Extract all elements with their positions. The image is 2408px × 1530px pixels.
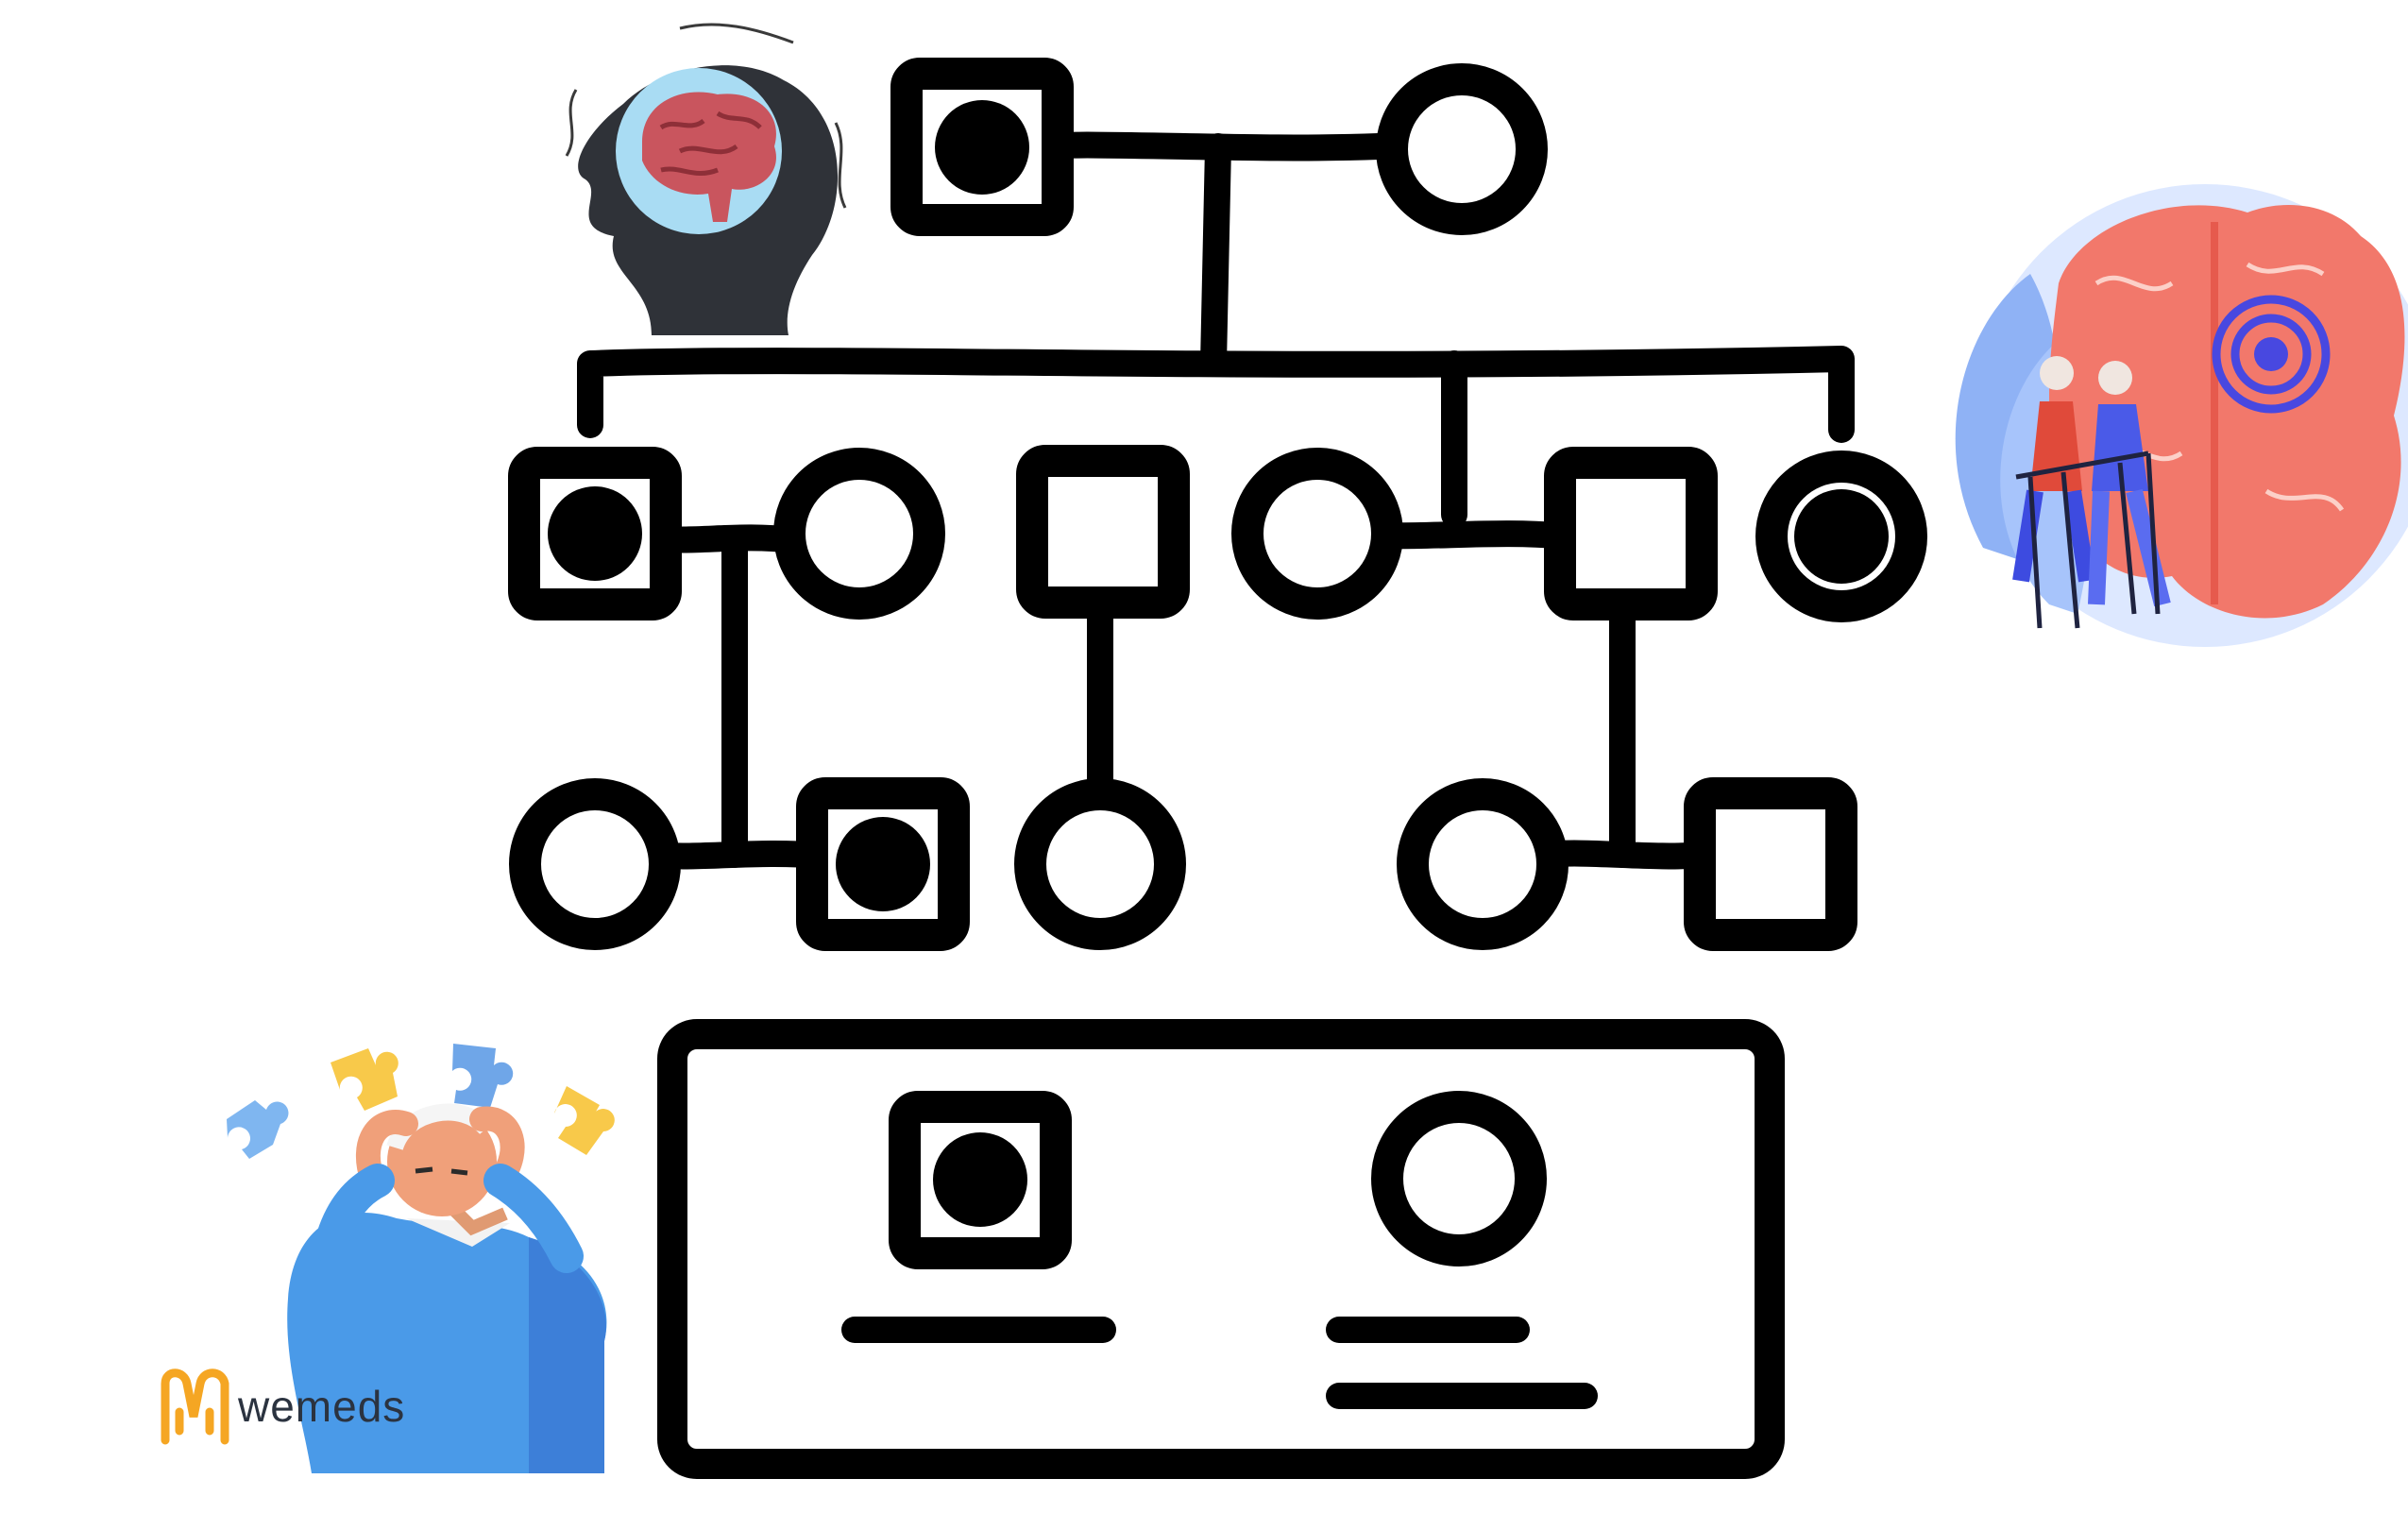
female-g3-daughter-3: [1397, 778, 1569, 950]
dna-mutation-icon: [933, 1132, 1027, 1227]
female-g1-mother: [1376, 63, 1548, 235]
dna-mutation-icon: [548, 486, 642, 581]
legend-female-symbol: [1371, 1091, 1547, 1266]
head-brain-icon: [565, 23, 847, 335]
wemeds-logo: wemeds: [161, 1368, 405, 1445]
legend-frame: [657, 1019, 1785, 1479]
male-g2-spouse-2: [1544, 447, 1718, 620]
sibship-line-g2: [577, 346, 1855, 443]
female-g2-daughter-1: [1231, 448, 1403, 620]
dna-mutation-icon: [1794, 489, 1889, 584]
legend-box: [657, 1019, 1785, 1479]
male-g2-son-2: [1016, 445, 1190, 619]
wemeds-logo-icon: [161, 1368, 229, 1445]
dna-mutation-icon: [836, 817, 930, 911]
descent-line-g1: [1200, 133, 1231, 377]
dna-mutation-icon: [935, 100, 1029, 195]
brand-name: wemeds: [237, 1382, 405, 1431]
brain-elderly-couple-icon: [1955, 184, 2408, 647]
confused-man-puzzle-icon: [227, 1044, 615, 1473]
marriage-line-g1: [1011, 131, 1392, 162]
male-g3-son-2: [1684, 777, 1857, 951]
female-g3-daughter-1: [509, 778, 681, 950]
female-g2-spouse-1: [773, 448, 945, 620]
female-g3-daughter-2: [1014, 778, 1186, 950]
